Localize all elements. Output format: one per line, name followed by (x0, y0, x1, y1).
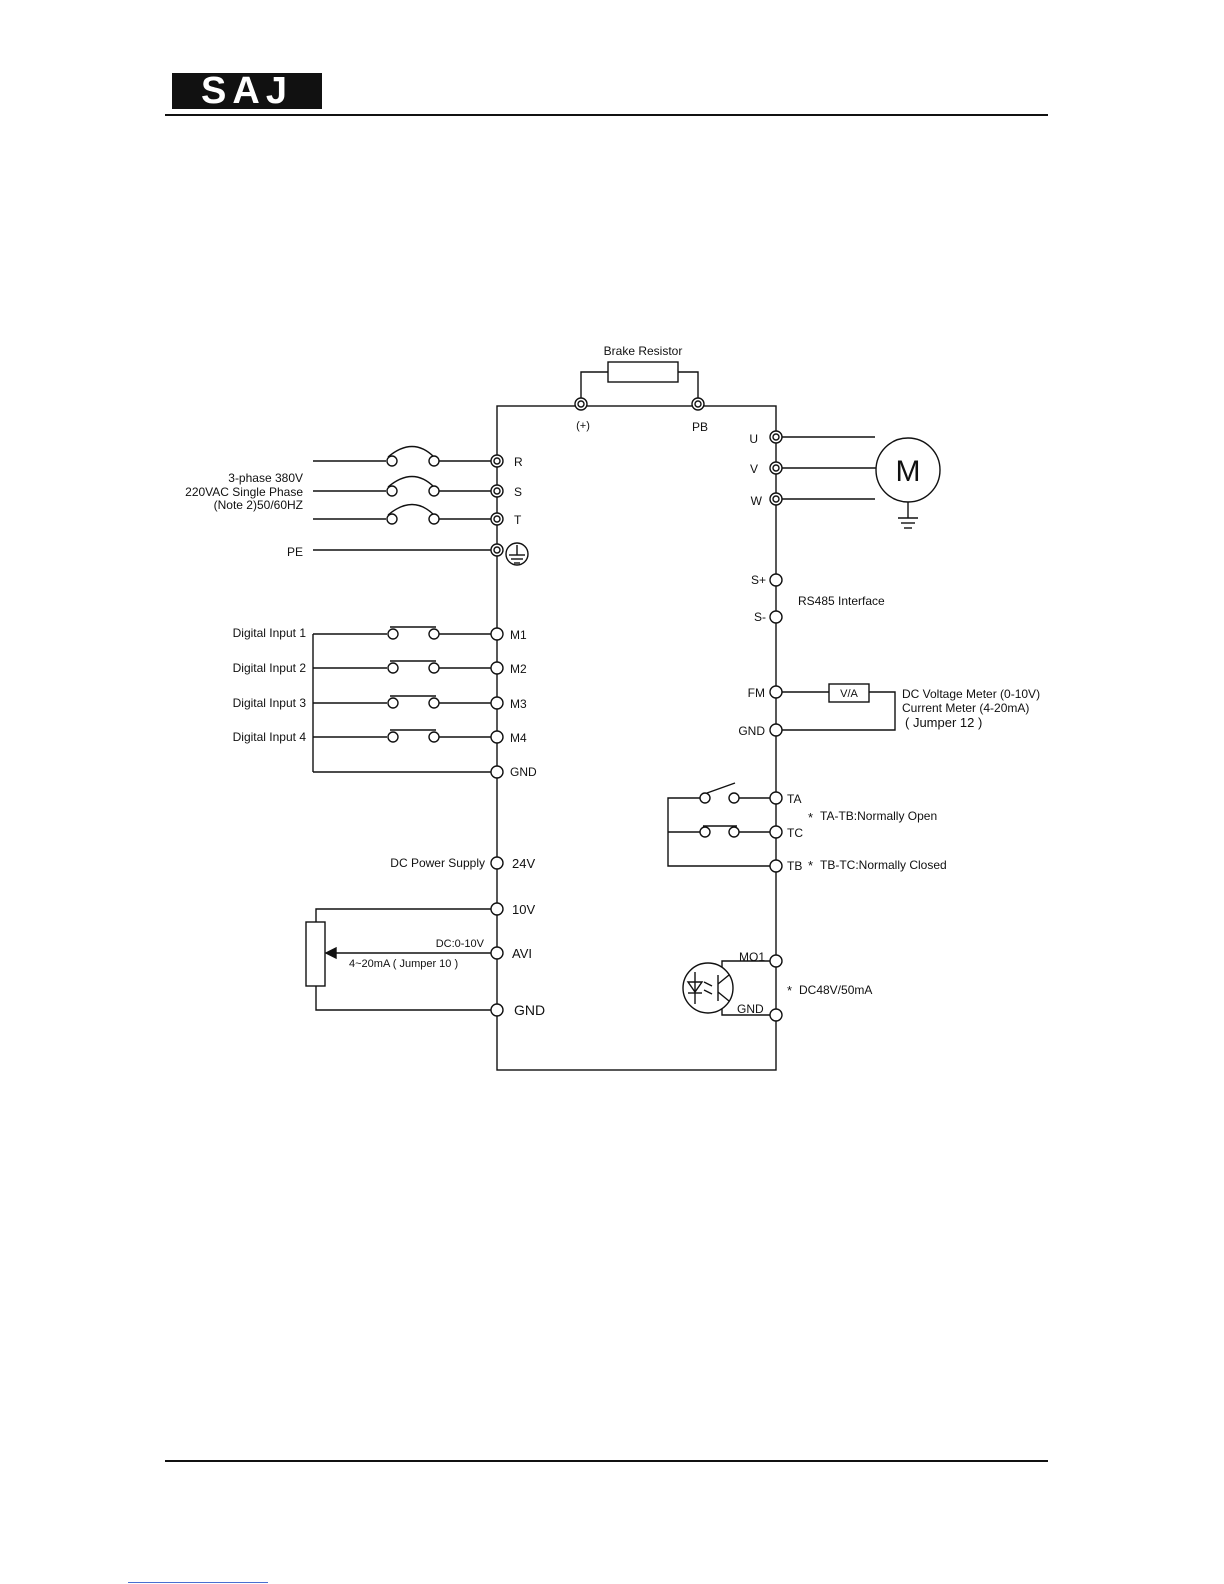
v-label: V (750, 462, 758, 476)
v24-label: 24V (512, 856, 535, 871)
fm-label: FM (748, 686, 765, 700)
pb-label: PB (692, 420, 708, 434)
inverter-box (496, 405, 777, 1071)
digital-input-2-label: Digital Input 2 (233, 661, 307, 675)
brake-resistor (607, 361, 679, 383)
r-label: R (514, 455, 523, 469)
meter-line3: ( Jumper 12 ) (905, 715, 982, 730)
u-label: U (749, 432, 758, 446)
saj-logo: SAJ (172, 72, 322, 110)
tb-label: TB (787, 859, 802, 873)
v10-label: 10V (512, 902, 535, 917)
digital-input-1-label: Digital Input 1 (233, 626, 307, 640)
breaker-t (387, 503, 435, 516)
avi-label: AVI (512, 946, 532, 961)
digital-input-4-label: Digital Input 4 (233, 730, 307, 744)
s-plus-label: S+ (751, 573, 766, 587)
footer-rule (165, 1460, 1048, 1462)
optocoupler (682, 962, 734, 1014)
mo-note: DC48V/50mA (799, 983, 872, 997)
analog-gnd-label: GND (514, 1002, 545, 1018)
w-label: W (751, 494, 763, 508)
motor-label: M (896, 455, 921, 488)
ma-range-label: 4~20mA ( Jumper 10 ) (349, 958, 458, 970)
digital-input-3-label: Digital Input 3 (233, 696, 307, 710)
potentiometer (305, 921, 326, 987)
breaker-r (387, 445, 435, 458)
power-input-line1: 3-phase 380V (228, 471, 303, 485)
ta-label: TA (787, 792, 801, 806)
va-meter (828, 683, 870, 703)
m3-label: M3 (510, 697, 527, 711)
t-label: T (514, 513, 522, 527)
breaker-s (387, 475, 435, 488)
dc-plus-label: (+) (576, 420, 590, 432)
meter-line1: DC Voltage Meter (0-10V) (902, 687, 1040, 701)
footer-link-underline (128, 1582, 268, 1583)
meter-line2: Current Meter (4-20mA) (902, 701, 1029, 715)
ground-icon (505, 542, 529, 566)
relay-note2: TB-TC:Normally Closed (820, 858, 947, 872)
m4-label: M4 (510, 731, 527, 745)
tc-label: TC (787, 826, 803, 840)
pe-label: PE (287, 545, 303, 559)
meter-gnd-label: GND (738, 724, 765, 738)
relay-note2-star: * (808, 858, 813, 873)
rs485-label: RS485 Interface (798, 594, 885, 608)
dc-range-label: DC:0-10V (436, 938, 485, 950)
brake-wire-right (678, 371, 699, 404)
brake-resistor-label: Brake Resistor (604, 344, 683, 358)
digital-gnd-label: GND (510, 765, 537, 779)
power-input-line2: 220VAC Single Phase (185, 485, 303, 499)
va-label: V/A (840, 688, 858, 700)
brake-wire-left (580, 371, 608, 404)
relay-note1: TA-TB:Normally Open (820, 809, 937, 823)
mo-note-star: * (787, 983, 792, 998)
mo-gnd-label: GND (737, 1002, 764, 1016)
s-minus-label: S- (754, 610, 766, 624)
m1-label: M1 (510, 628, 527, 642)
m2-label: M2 (510, 662, 527, 676)
power-input-line3: (Note 2)50/60HZ (214, 498, 303, 512)
relay-no-contact (706, 782, 736, 794)
dc-power-supply-label: DC Power Supply (390, 856, 485, 870)
relay-note1-star: * (808, 810, 813, 825)
mo1-label: MO1 (739, 950, 765, 964)
terminals (490, 397, 783, 1022)
s-label: S (514, 485, 522, 499)
header-rule (165, 114, 1048, 116)
